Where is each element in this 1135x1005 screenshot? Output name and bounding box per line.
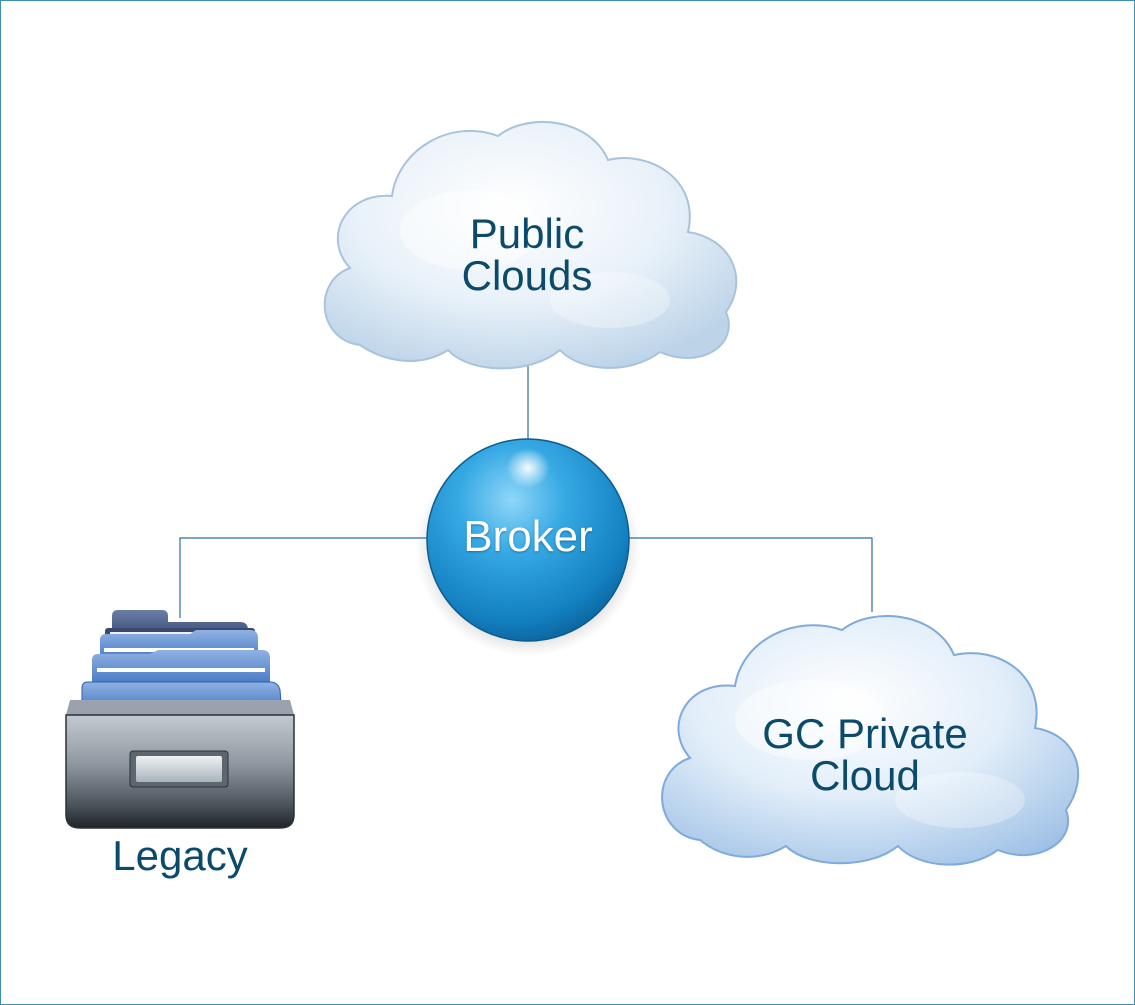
connector-broker-legacy	[179, 537, 428, 618]
public-clouds-label-line1: Public	[469, 210, 585, 257]
file-drawer-icon	[65, 610, 295, 829]
public-clouds-label: Public Clouds	[387, 213, 667, 297]
private-cloud-label: GC Private Cloud	[690, 713, 1040, 797]
broker-label: Broker	[463, 512, 593, 561]
private-cloud-node	[661, 615, 1080, 866]
broker-node	[416, 438, 640, 656]
cloud-icon	[661, 615, 1080, 866]
sphere-icon	[426, 438, 630, 642]
connectors	[179, 360, 873, 618]
legacy-node	[65, 610, 295, 829]
private-cloud-label-line2: Cloud	[810, 752, 920, 799]
connector-broker-private	[628, 537, 873, 612]
public-clouds-node	[323, 120, 738, 370]
cloud-icon	[323, 120, 738, 370]
public-clouds-label-line2: Clouds	[461, 252, 593, 299]
legacy-label: Legacy	[112, 832, 248, 879]
private-cloud-label-line1: GC Private	[762, 710, 968, 757]
